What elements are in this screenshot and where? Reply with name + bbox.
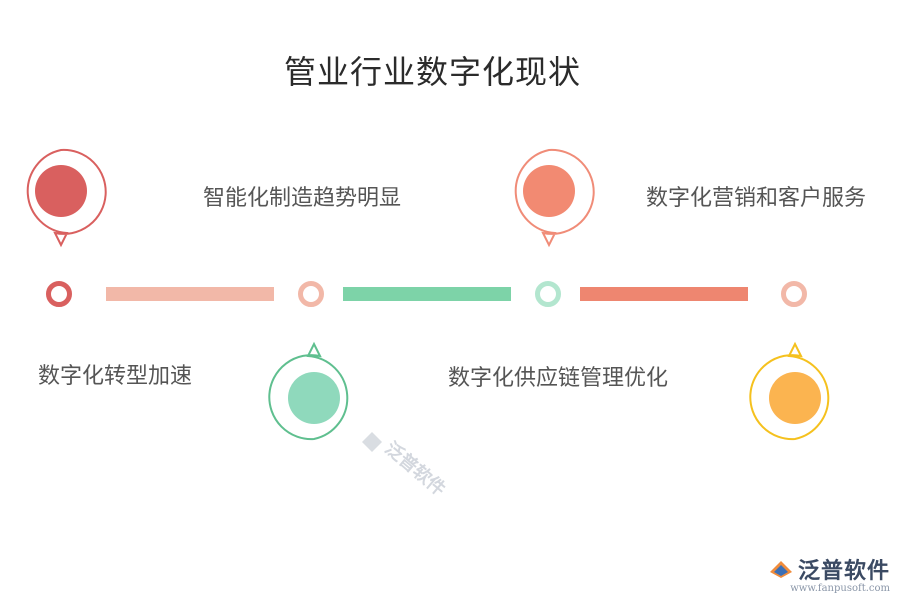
step-label-2: 智能化制造趋势明显 bbox=[203, 186, 402, 211]
pin-marker-1 bbox=[26, 148, 107, 248]
connector-bar-1 bbox=[106, 287, 274, 301]
step-label-4: 数字化营销和客户服务 bbox=[646, 186, 867, 211]
step-label-3: 数字化供应链管理优化 bbox=[448, 366, 669, 391]
watermark-text: 泛普软件 bbox=[380, 437, 450, 501]
timeline-node-1 bbox=[46, 281, 72, 307]
step-label-1: 数字化转型加速 bbox=[38, 364, 193, 389]
timeline-node-2 bbox=[298, 281, 324, 307]
pin-marker-4 bbox=[749, 341, 830, 441]
pin-marker-3 bbox=[514, 148, 595, 248]
brand-logo-icon bbox=[769, 561, 792, 578]
pin-marker-2 bbox=[268, 341, 349, 441]
brand-name: 泛普软件 bbox=[797, 559, 890, 584]
brand-logo: 泛普软件 www.fanpusoft.com bbox=[768, 553, 890, 594]
brand-url: www.fanpusoft.com bbox=[790, 583, 890, 594]
page-title: 管业行业数字化现状 bbox=[283, 53, 581, 91]
watermark-logo-icon bbox=[362, 432, 382, 452]
connector-bar-2 bbox=[343, 287, 511, 301]
timeline-node-3 bbox=[535, 281, 561, 307]
connector-bar-3 bbox=[580, 287, 748, 301]
timeline-node-4 bbox=[781, 281, 807, 307]
